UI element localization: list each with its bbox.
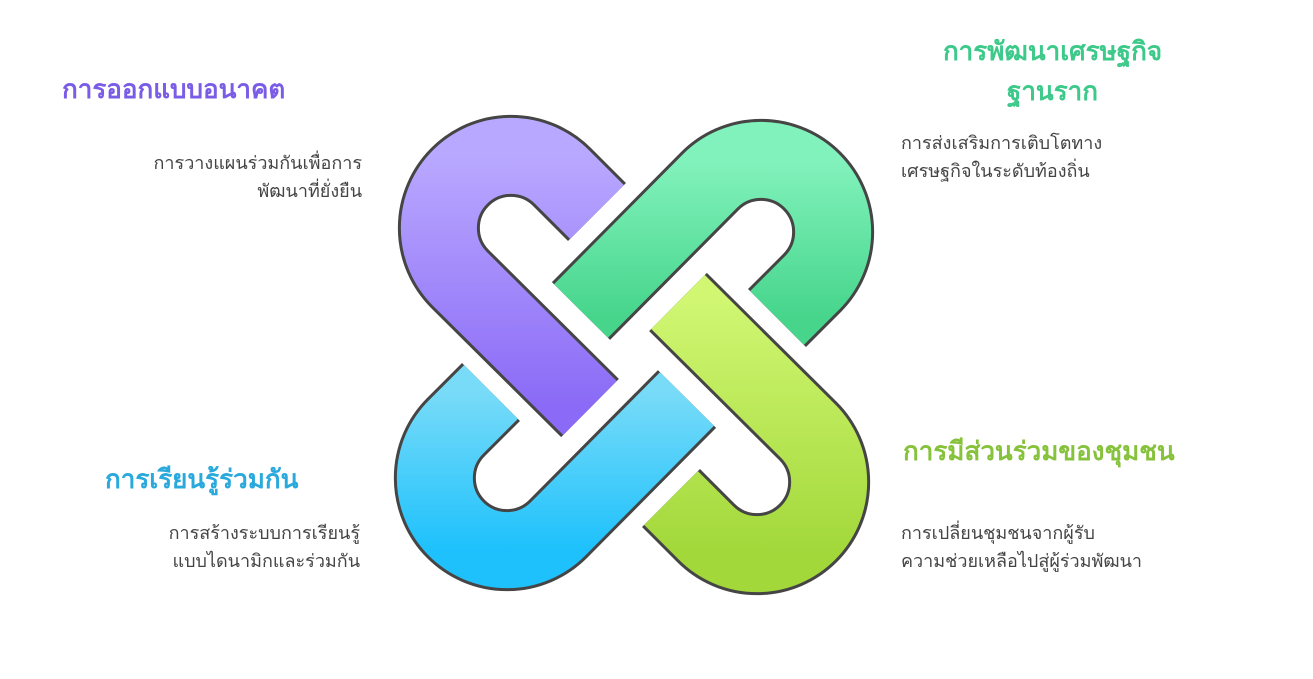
title-line: การเรียนรู้ร่วมกัน <box>105 465 299 495</box>
economy-loop <box>551 118 875 347</box>
desc-line: การสร้างระบบการเรียนรู้ <box>168 523 360 544</box>
learning-loop-fill <box>396 365 714 589</box>
desc-line: เศรษฐกิจในระดับท้องถิ่น <box>901 161 1090 182</box>
community-loop <box>642 272 871 596</box>
title-line: การออกแบบอนาคต <box>62 75 286 105</box>
desc-line: พัฒนาที่ยั่งยืน <box>257 181 362 202</box>
learning-together-title: การเรียนรู้ร่วมกัน <box>105 460 298 500</box>
grassroots-economy-title: การพัฒนาเศรษฐกิจ ฐานราก <box>900 32 1205 112</box>
future-loop-fill <box>400 117 624 435</box>
future-loop <box>397 114 626 438</box>
learning-together-description: การสร้างระบบการเรียนรู้ แบบไดนามิกและร่ว… <box>169 520 360 576</box>
grassroots-economy-description: การส่งเสริมการเติบโตทาง เศรษฐกิจในระดับท… <box>901 130 1102 186</box>
future-design-title: การออกแบบอนาคต <box>62 70 285 110</box>
learning-loop <box>393 363 717 592</box>
desc-line: การเปลี่ยนชุมชนจากผู้รับ <box>901 523 1095 544</box>
title-line: ฐานราก <box>1006 77 1099 107</box>
community-loop-fill <box>644 275 868 593</box>
future-design-description: การวางแผนร่วมกันเพื่อการ พัฒนาที่ยั่งยืน <box>154 150 362 206</box>
desc-line: แบบไดนามิกและร่วมกัน <box>172 551 360 572</box>
title-line: การมีส่วนร่วมของชุมชน <box>903 437 1175 467</box>
community-participation-description: การเปลี่ยนชุมชนจากผู้รับ ความช่วยเหลือไป… <box>901 520 1142 576</box>
economy-loop-fill <box>554 121 872 345</box>
title-line: การพัฒนาเศรษฐกิจ <box>942 37 1163 67</box>
community-participation-title: การมีส่วนร่วมของชุมชน <box>903 432 1175 472</box>
desc-line: ความช่วยเหลือไปสู่ผู้ร่วมพัฒนา <box>901 551 1143 572</box>
desc-line: การวางแผนร่วมกันเพื่อการ <box>153 153 362 174</box>
desc-line: การส่งเสริมการเติบโตทาง <box>901 133 1103 154</box>
